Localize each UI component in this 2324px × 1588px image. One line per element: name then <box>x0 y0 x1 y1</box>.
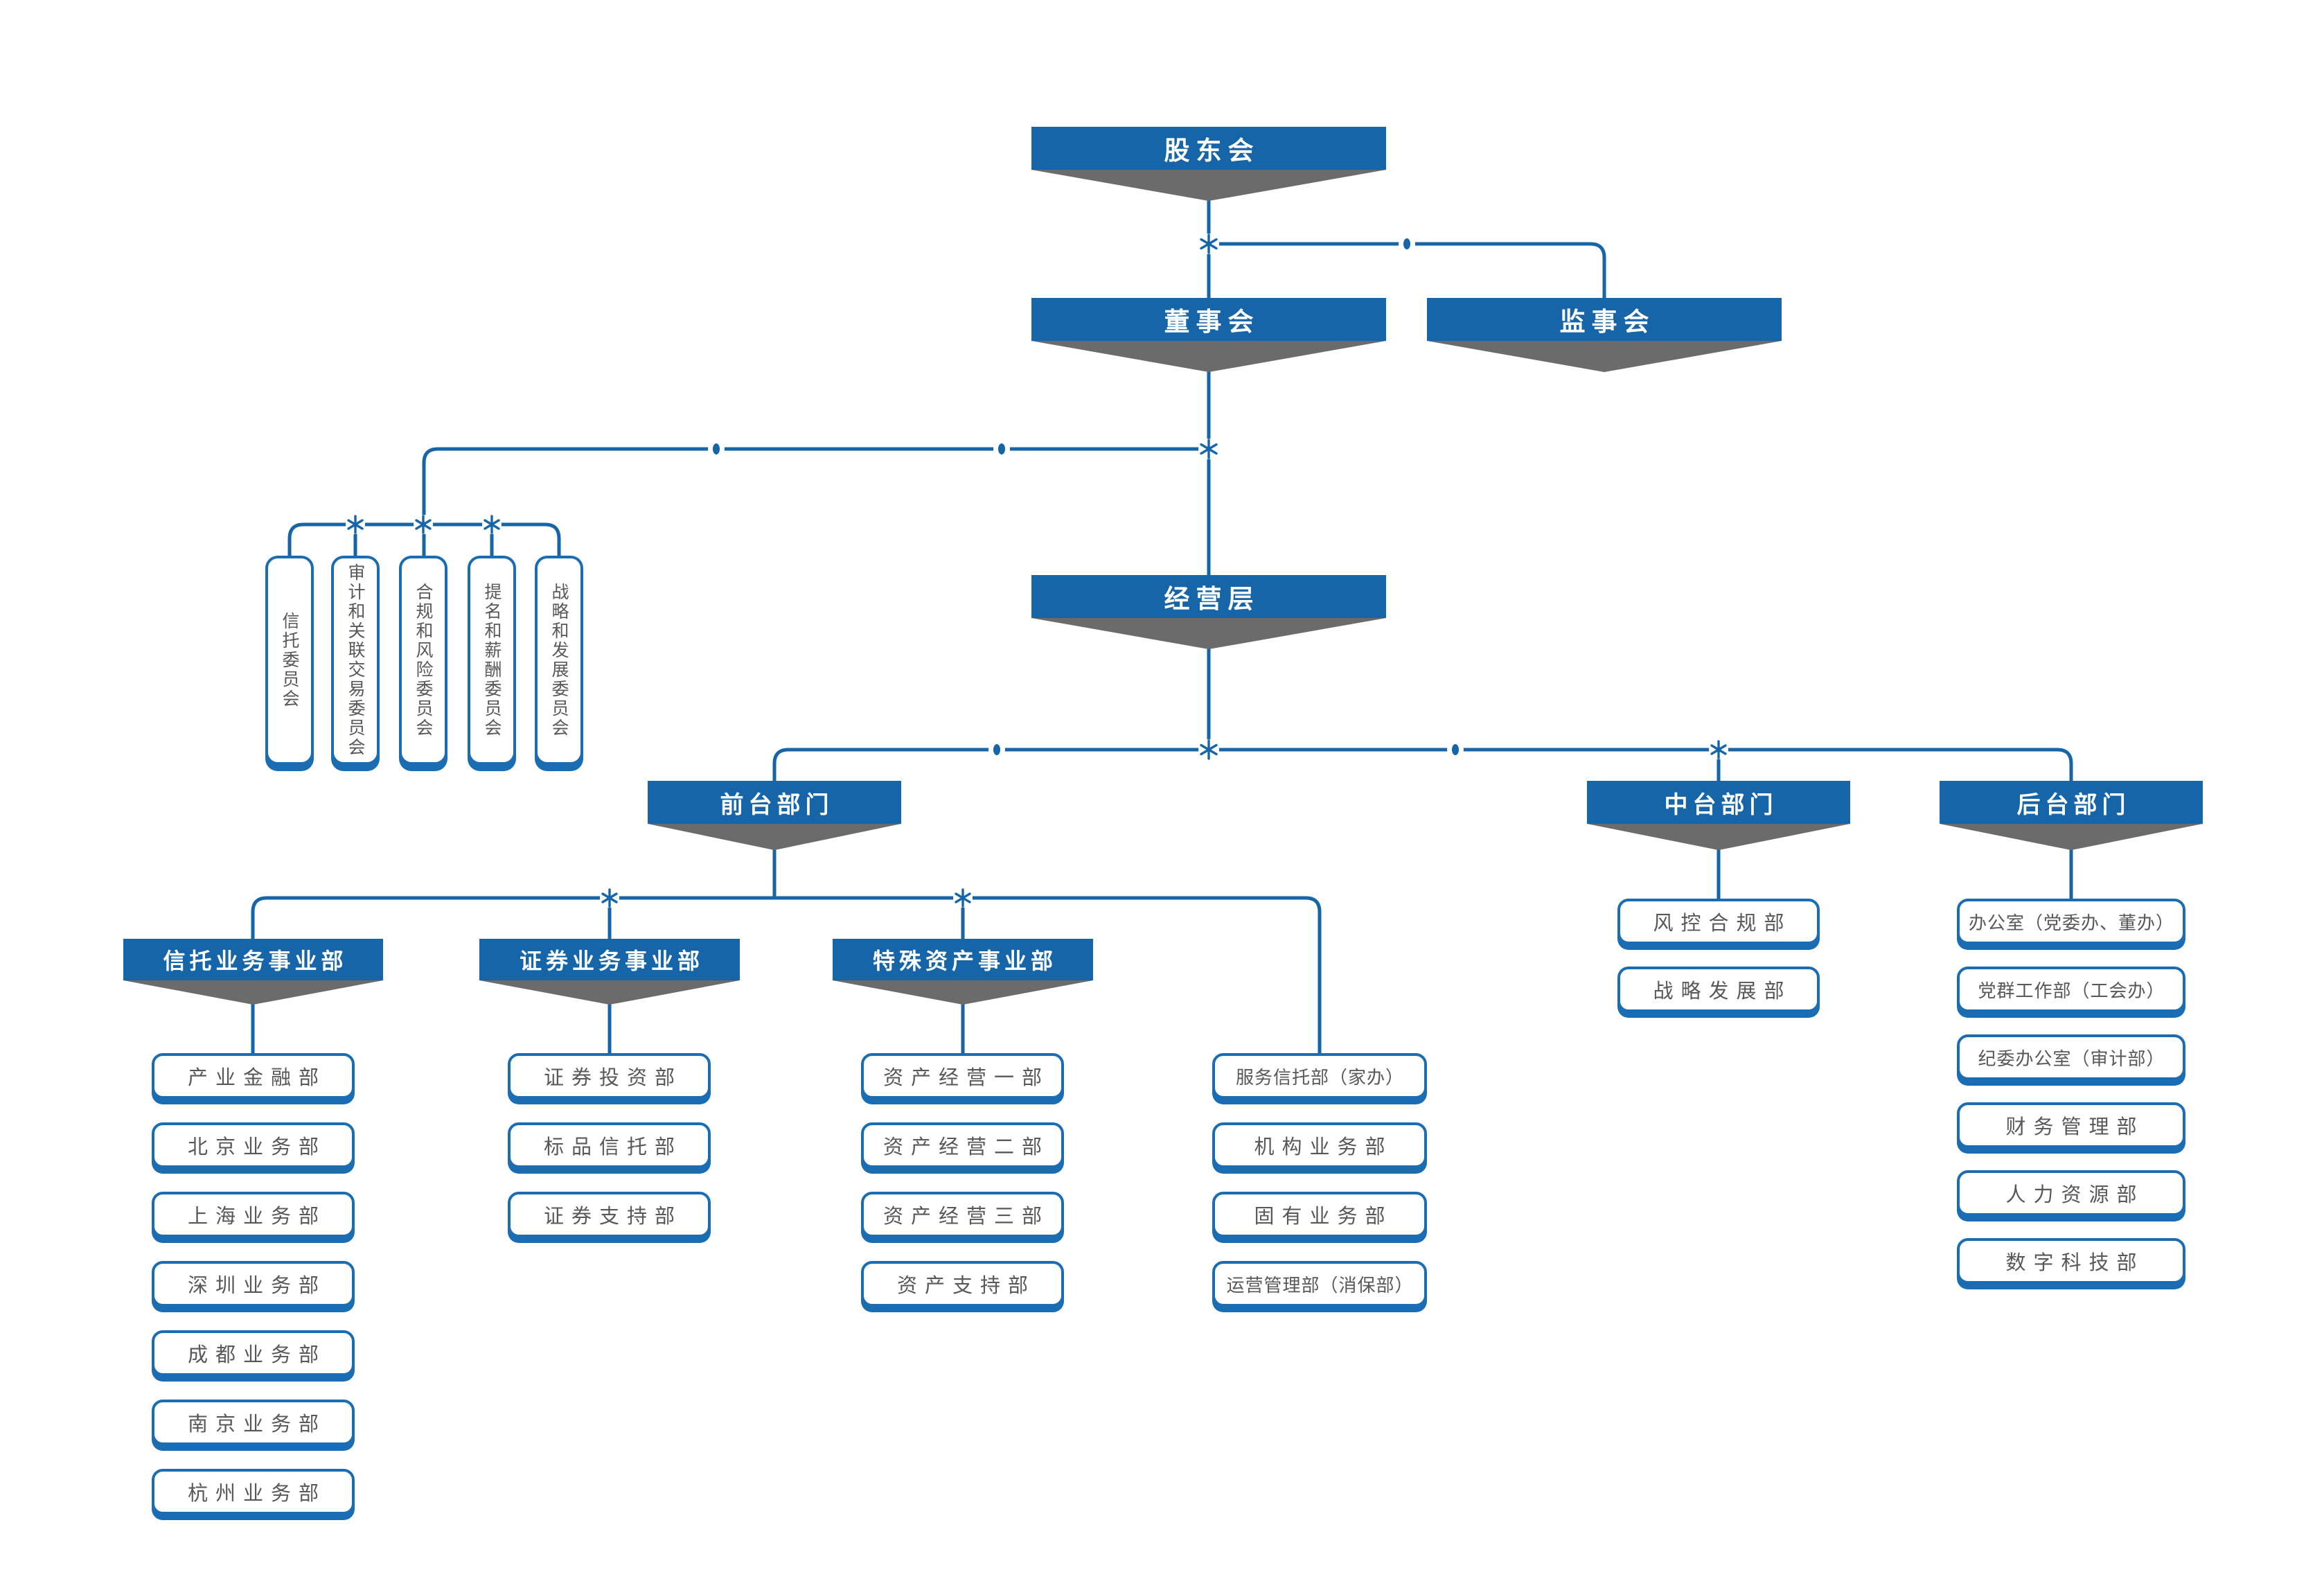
dept-box: 证券投资部 <box>508 1053 711 1099</box>
dept-box: 党群工作部（工会办） <box>1957 967 2185 1012</box>
dept-box: 固有业务部 <box>1212 1192 1427 1237</box>
dept-box: 运营管理部（消保部） <box>1212 1261 1427 1307</box>
dept-box: 财务管理部 <box>1957 1102 2185 1148</box>
banner-management: 经营层 <box>1031 575 1386 618</box>
banner-securities-division: 证券业务事业部 <box>479 939 740 980</box>
dept-box: 办公室（党委办、董办） <box>1957 899 2185 944</box>
committee-box: 战略和发展委员会 <box>535 556 583 765</box>
dept-box: 深圳业务部 <box>152 1261 355 1307</box>
dept-box: 杭州业务部 <box>152 1469 355 1515</box>
banner-trust-division: 信托业务事业部 <box>123 939 383 980</box>
dept-box: 服务信托部（家办） <box>1212 1053 1427 1099</box>
dept-box: 上海业务部 <box>152 1192 355 1237</box>
committee-box: 提名和薪酬委员会 <box>468 556 516 765</box>
dept-box: 资产经营一部 <box>861 1053 1064 1099</box>
banner-board: 董事会 <box>1031 298 1386 341</box>
connector-division-bus <box>251 896 1322 1055</box>
banner-supervisors: 监事会 <box>1427 298 1782 341</box>
banner-shareholders: 股东会 <box>1031 127 1386 170</box>
banner-middle-office: 中台部门 <box>1587 781 1850 824</box>
dept-box: 证券支持部 <box>508 1192 711 1237</box>
dept-box: 机构业务部 <box>1212 1122 1427 1168</box>
connector-tier-bus <box>772 748 2073 783</box>
committee-box: 合规和风险委员会 <box>399 556 447 765</box>
dept-box: 资产支持部 <box>861 1261 1064 1307</box>
dept-box: 数字科技部 <box>1957 1238 2185 1284</box>
banner-front-office: 前台部门 <box>648 781 901 824</box>
dept-box: 风控合规部 <box>1617 899 1820 944</box>
dept-box: 资产经营二部 <box>861 1122 1064 1168</box>
connector-board-committees <box>422 447 1211 558</box>
dept-box: 战略发展部 <box>1617 967 1820 1012</box>
banner-special-assets-division: 特殊资产事业部 <box>833 939 1093 980</box>
committee-box: 信托委员会 <box>265 556 314 765</box>
junction-asterisks <box>347 233 1727 908</box>
dept-box: 纪委办公室（审计部） <box>1957 1034 2185 1080</box>
dept-box: 人力资源部 <box>1957 1170 2185 1216</box>
connector-to-supervisors <box>1207 242 1606 300</box>
dept-box: 南京业务部 <box>152 1400 355 1445</box>
junction-dots <box>713 238 1459 755</box>
banner-back-office: 后台部门 <box>1940 781 2203 824</box>
committee-box: 审计和关联交易委员会 <box>331 556 380 765</box>
dept-box: 资产经营三部 <box>861 1192 1064 1237</box>
dept-box: 标品信托部 <box>508 1122 711 1168</box>
dept-box: 成都业务部 <box>152 1330 355 1376</box>
dept-box: 产业金融部 <box>152 1053 355 1099</box>
dept-box: 北京业务部 <box>152 1122 355 1168</box>
